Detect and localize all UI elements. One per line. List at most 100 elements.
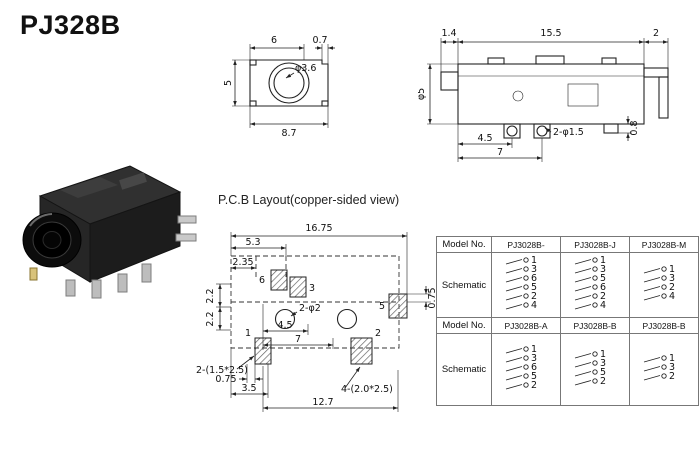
model-cell: PJ3028B-M: [629, 236, 699, 253]
pcb-pads: [254, 269, 408, 365]
dim-label: 8.7: [281, 128, 296, 139]
dim-label: 2-(1.5*2.5): [196, 365, 248, 376]
svg-text:2: 2: [669, 371, 675, 382]
dim-label: 5: [223, 80, 234, 86]
svg-text:1: 1: [669, 264, 675, 275]
svg-text:6: 6: [531, 273, 537, 284]
dim-label: 2-φ2: [299, 303, 321, 314]
svg-text:3: 3: [531, 264, 537, 275]
model-no-header: Model No.: [436, 317, 492, 334]
svg-text:2: 2: [531, 380, 537, 391]
pad-number: 2: [375, 328, 381, 339]
dim-label: 0.75: [427, 287, 438, 308]
pad-number: 5: [379, 301, 385, 312]
dim-label: 15.5: [540, 28, 561, 39]
svg-text:1: 1: [669, 353, 675, 364]
pcb-layout-label: P.C.B Layout(copper-sided view): [218, 193, 400, 207]
svg-text:3: 3: [531, 353, 537, 364]
svg-text:4: 4: [669, 291, 675, 302]
svg-text:5: 5: [531, 282, 537, 293]
dim-label: 2-φ1.5: [553, 127, 584, 138]
model-cell: PJ3028B-B: [560, 317, 630, 334]
side-view-dimension-lines: [427, 38, 669, 162]
component-photo: [22, 165, 197, 299]
page-title: PJ328B: [20, 10, 121, 40]
pcb-dimension-lines: [216, 232, 431, 412]
schematic-header: Schematic: [436, 333, 492, 406]
dim-label: 0.75: [215, 374, 236, 385]
svg-text:2: 2: [669, 282, 675, 293]
svg-text:4: 4: [600, 300, 606, 311]
pcb-outline: [230, 255, 400, 349]
dim-label: 16.75: [305, 223, 332, 234]
svg-text:1: 1: [531, 344, 537, 355]
svg-text:3: 3: [669, 362, 675, 373]
dim-label: 4.5: [277, 320, 292, 331]
schematic-symbol: 132: [643, 353, 675, 382]
dim-label: 2.2: [205, 311, 216, 326]
svg-text:2: 2: [600, 376, 606, 387]
model-cell: PJ3028B-A: [491, 317, 561, 334]
svg-text:2: 2: [531, 291, 537, 302]
svg-text:3: 3: [600, 264, 606, 275]
dim-label: 2: [653, 28, 659, 39]
top-view-dimension-lines: [232, 44, 335, 128]
jack-barrel: [22, 212, 82, 268]
model-cell: PJ3028B-: [491, 236, 561, 253]
dim-label: 2.35: [232, 257, 253, 268]
svg-text:6: 6: [600, 282, 606, 293]
dim-label: 1.4: [441, 28, 456, 39]
svg-text:1: 1: [600, 349, 606, 360]
dim-label: φ5: [418, 88, 427, 100]
dim-label: 7: [497, 147, 503, 158]
dim-label: 2.2: [205, 288, 216, 303]
top-view-drawing: 6 0.7 φ3.6 5 8.7: [223, 35, 335, 139]
side-view-outline: [440, 55, 669, 139]
connector-pins: [29, 215, 197, 299]
svg-text:3: 3: [669, 273, 675, 284]
dim-label: φ3.6: [295, 63, 316, 74]
dim-label: 5.3: [245, 237, 260, 248]
svg-text:1: 1: [531, 255, 537, 266]
svg-text:1: 1: [600, 255, 606, 266]
dim-label: 3.5: [241, 383, 256, 394]
svg-text:5: 5: [600, 367, 606, 378]
dim-label: 4.5: [477, 133, 492, 144]
pcb-layout-drawing: 16.75 5.3 2.35 6 3 1 2 5 2-φ2 2.2 2.2 0.…: [196, 223, 438, 412]
dim-label: 12.7: [312, 397, 333, 408]
model-cell: PJ3028B-B: [629, 317, 699, 334]
schematic-header: Schematic: [436, 252, 492, 318]
model-no-header: Model No.: [436, 236, 492, 253]
dim-label: 6: [271, 35, 277, 46]
pad-number: 1: [245, 328, 251, 339]
dim-label: 0.7: [312, 35, 327, 46]
svg-text:3: 3: [600, 358, 606, 369]
svg-text:5: 5: [531, 371, 537, 382]
pad-number: 6: [259, 275, 265, 286]
side-view-drawing: 1.4 15.5 2 φ5 4.5 7 2-φ1.5 0.8: [418, 28, 669, 162]
model-table: Model No. PJ3028B- PJ3028B-J PJ3028B-M S…: [436, 236, 699, 406]
model-cell: PJ3028B-J: [560, 236, 630, 253]
dim-label: 0.8: [629, 120, 640, 135]
dim-label: 4-(2.0*2.5): [341, 384, 393, 395]
svg-text:4: 4: [531, 300, 537, 311]
svg-text:2: 2: [600, 291, 606, 302]
dim-label: 7: [295, 334, 301, 345]
